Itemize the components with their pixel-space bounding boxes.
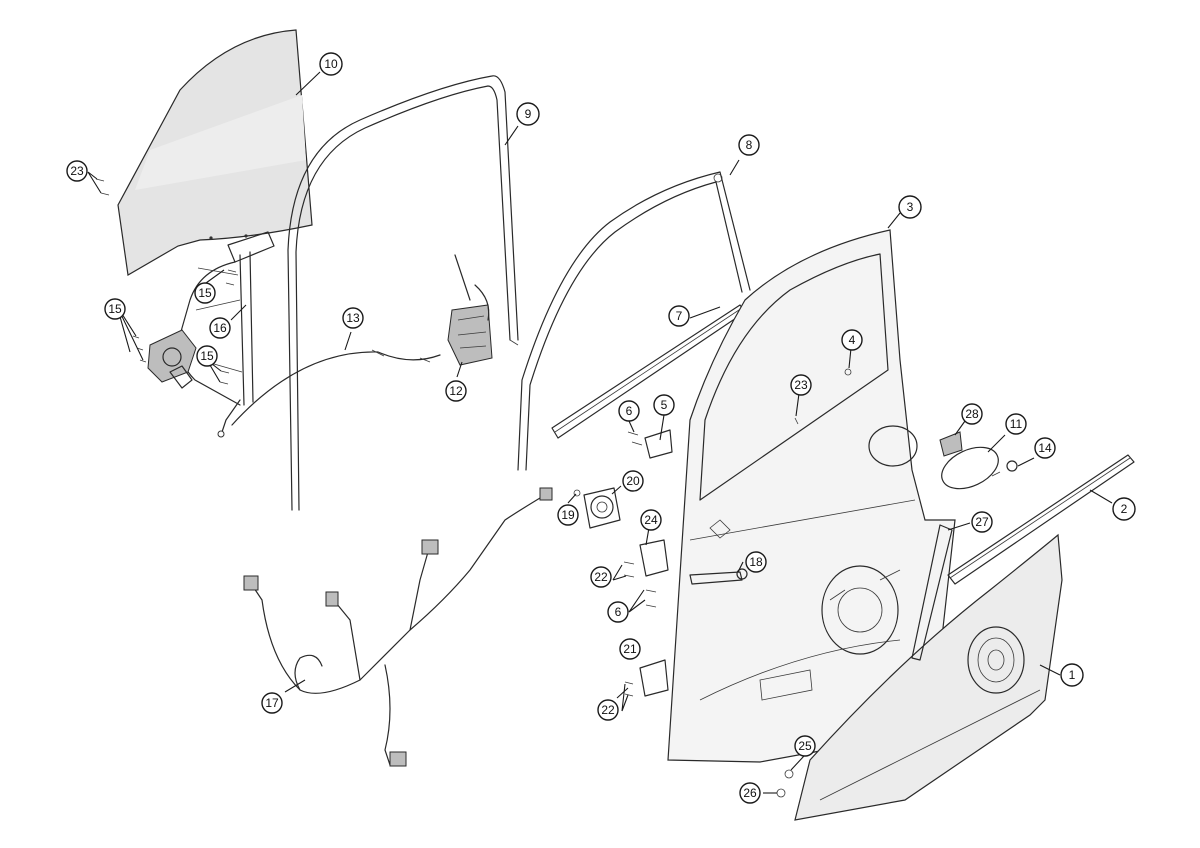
callout-22b-label: 22 bbox=[601, 703, 615, 717]
callout-6b: 6 bbox=[607, 601, 629, 623]
callout-15b: 15 bbox=[194, 282, 216, 304]
callout-10: 10 bbox=[319, 52, 343, 76]
callout-16-label: 16 bbox=[213, 321, 227, 335]
callout-20-label: 20 bbox=[626, 474, 640, 488]
callout-26: 26 bbox=[739, 782, 761, 804]
callout-9: 9 bbox=[516, 102, 540, 126]
callout-21: 21 bbox=[619, 638, 641, 660]
callout-15a-label: 15 bbox=[108, 302, 122, 316]
callout-24-label: 24 bbox=[644, 513, 658, 527]
callout-3-label: 3 bbox=[907, 200, 914, 214]
wiring-harness bbox=[243, 487, 553, 767]
callout-8-label: 8 bbox=[746, 138, 753, 152]
callout-7: 7 bbox=[668, 305, 690, 327]
callout-23b: 23 bbox=[790, 374, 812, 396]
callout-1-label: 1 bbox=[1069, 668, 1076, 682]
callout-15c: 15 bbox=[196, 345, 218, 367]
callout-11: 11 bbox=[1005, 413, 1027, 435]
callout-6a-label: 6 bbox=[626, 404, 633, 418]
callout-7-label: 7 bbox=[676, 309, 683, 323]
callout-11-label: 11 bbox=[1010, 417, 1023, 431]
callout-5: 5 bbox=[653, 394, 675, 416]
callout-2: 2 bbox=[1112, 497, 1136, 521]
trim-seal-strip bbox=[911, 524, 953, 661]
callout-10-label: 10 bbox=[324, 57, 338, 71]
callout-3: 3 bbox=[898, 195, 922, 219]
outer-belt-molding bbox=[947, 454, 1135, 585]
callout-23b-label: 23 bbox=[794, 378, 808, 392]
callout-19: 19 bbox=[557, 504, 579, 526]
callout-4: 4 bbox=[841, 329, 863, 351]
callout-18-label: 18 bbox=[749, 555, 763, 569]
callout-15b-label: 15 bbox=[198, 286, 212, 300]
callout-9-label: 9 bbox=[525, 107, 532, 121]
speaker bbox=[573, 487, 621, 529]
callout-15a: 15 bbox=[104, 298, 126, 320]
callout-8: 8 bbox=[738, 134, 760, 156]
callout-13-label: 13 bbox=[346, 311, 360, 325]
callout-4-label: 4 bbox=[849, 333, 856, 347]
callout-19-label: 19 bbox=[561, 508, 575, 522]
callout-22a-label: 22 bbox=[594, 570, 608, 584]
callout-22a: 22 bbox=[590, 566, 612, 588]
callout-6a: 6 bbox=[618, 400, 640, 422]
callout-28: 28 bbox=[961, 403, 983, 425]
callout-21-label: 21 bbox=[623, 642, 637, 656]
callout-1: 1 bbox=[1060, 663, 1084, 687]
door-latch bbox=[447, 254, 493, 366]
callout-2-label: 2 bbox=[1121, 502, 1128, 516]
door-shell bbox=[667, 229, 956, 763]
callout-6b-label: 6 bbox=[615, 605, 622, 619]
callout-25: 25 bbox=[794, 735, 816, 757]
callout-14: 14 bbox=[1034, 437, 1056, 459]
callout-13: 13 bbox=[342, 307, 364, 329]
callout-23a: 23 bbox=[66, 160, 88, 182]
window-glass bbox=[117, 29, 313, 276]
callout-17: 17 bbox=[261, 692, 283, 714]
callout-15c-label: 15 bbox=[200, 349, 214, 363]
callout-20: 20 bbox=[622, 470, 644, 492]
leader-lines bbox=[87, 71, 1113, 794]
callout-22b: 22 bbox=[597, 699, 619, 721]
callout-17-label: 17 bbox=[265, 696, 279, 710]
door-trim-panel bbox=[794, 533, 1063, 821]
callout-12-label: 12 bbox=[449, 384, 463, 398]
window-regulator bbox=[95, 178, 275, 438]
callout-5-label: 5 bbox=[661, 398, 668, 412]
callout-27: 27 bbox=[971, 511, 993, 533]
door-release-cable bbox=[231, 349, 441, 426]
callout-23a-label: 23 bbox=[70, 164, 84, 178]
callout-26-label: 26 bbox=[743, 786, 757, 800]
callout-18: 18 bbox=[745, 551, 767, 573]
door-frame-seal bbox=[517, 171, 751, 471]
callout-28-label: 28 bbox=[965, 407, 979, 421]
callout-12: 12 bbox=[445, 380, 467, 402]
trim-clips bbox=[776, 769, 794, 798]
callout-16: 16 bbox=[209, 317, 231, 339]
callout-14-label: 14 bbox=[1038, 441, 1052, 455]
glass-run-channel bbox=[287, 75, 519, 511]
outside-handle bbox=[939, 431, 1018, 490]
callout-24: 24 bbox=[640, 509, 662, 531]
callout-25-label: 25 bbox=[798, 739, 812, 753]
callout-27-label: 27 bbox=[975, 515, 989, 529]
